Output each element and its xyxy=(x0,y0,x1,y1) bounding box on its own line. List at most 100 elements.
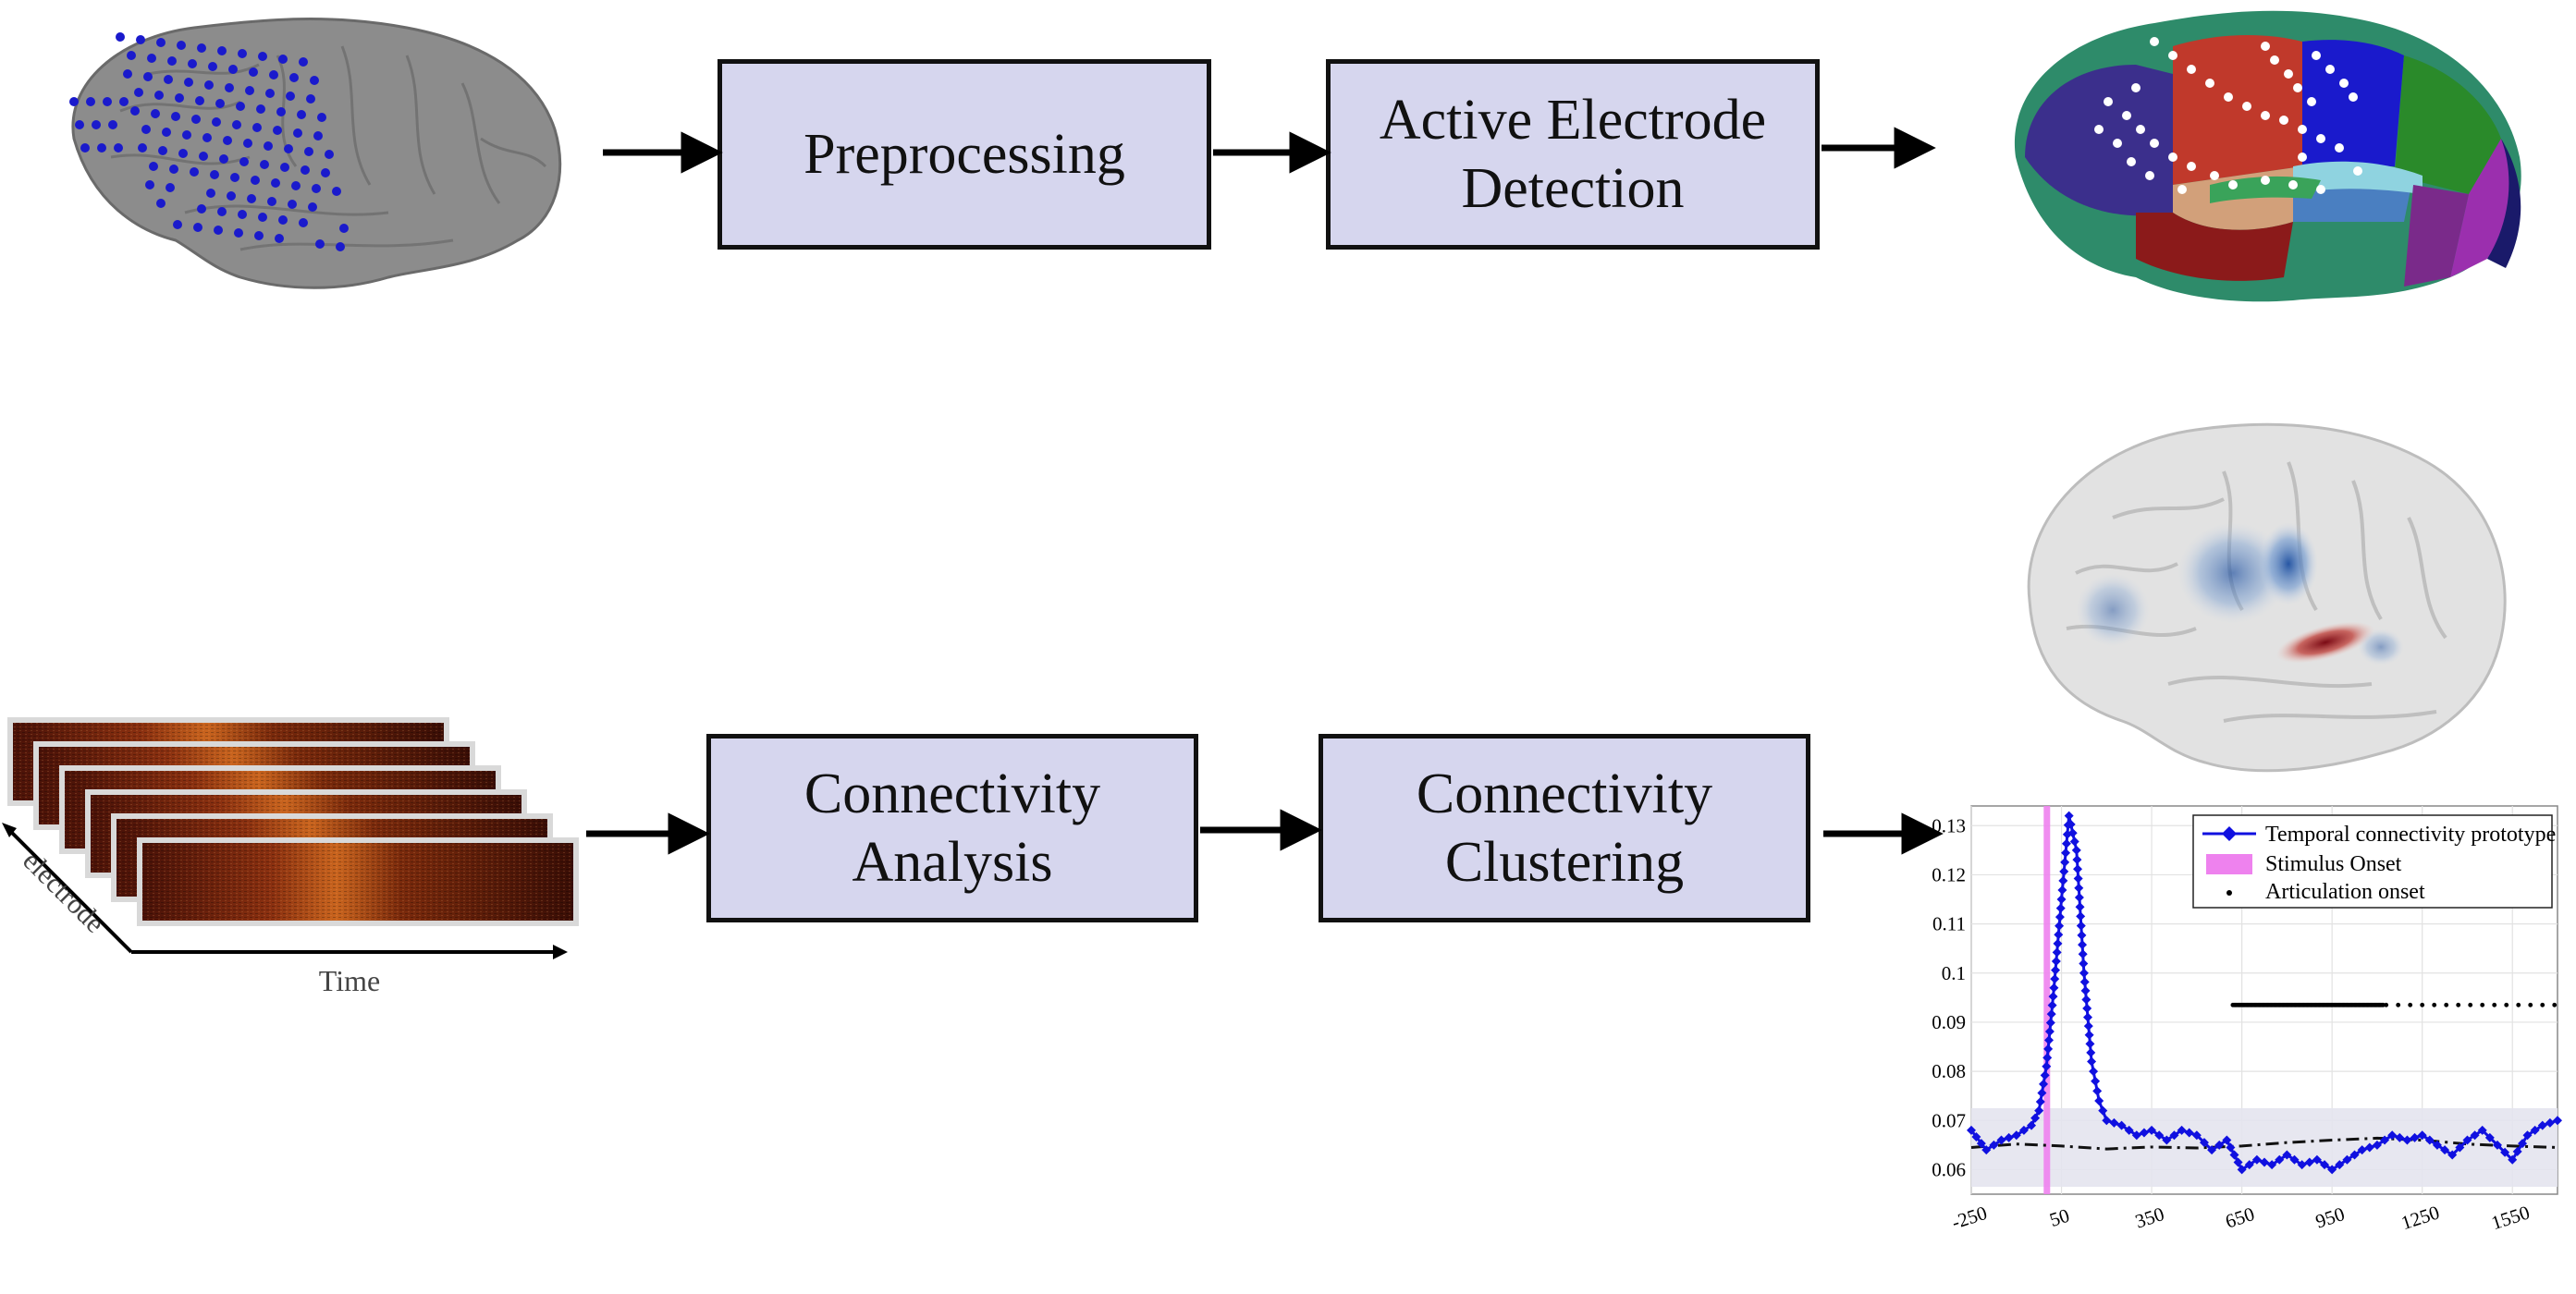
articulation-dot xyxy=(2468,1002,2473,1007)
electrode-dot xyxy=(280,163,289,172)
prototype-marker xyxy=(2102,1116,2112,1126)
prototype-marker xyxy=(2080,985,2091,995)
electrode-dot xyxy=(254,231,264,240)
y-tick-labels: 0.060.070.080.090.10.110.120.13 xyxy=(1932,814,1966,1180)
articulation-dot xyxy=(2516,1002,2521,1007)
prototype-marker xyxy=(2076,921,2086,931)
prototype-marker xyxy=(2229,1150,2239,1160)
electrode-dot xyxy=(191,115,201,124)
prototype-marker xyxy=(2049,983,2059,993)
active-electrode-dot xyxy=(2205,79,2214,88)
active-electrode-dot xyxy=(2353,166,2362,176)
prototype-marker xyxy=(2079,968,2089,978)
prototype-marker xyxy=(2410,1132,2420,1142)
electrode-dot xyxy=(238,210,247,219)
prototype-marker xyxy=(2071,845,2081,855)
electrode-dot xyxy=(195,96,204,105)
prototype-marker xyxy=(2051,965,2061,975)
prototype-marker xyxy=(2042,1061,2052,1071)
prototype-marker xyxy=(2040,1070,2050,1080)
prototype-marker xyxy=(2061,848,2071,858)
active-electrode-dot xyxy=(2293,83,2302,92)
prototype-marker xyxy=(2084,1030,2094,1040)
electrode-dot xyxy=(310,76,319,85)
active-electrode-dot xyxy=(2316,134,2325,143)
electrode-dot xyxy=(249,67,258,77)
electrode-dot xyxy=(265,89,275,98)
active-electrode-dot xyxy=(2335,143,2344,153)
connectivity-clustering-box: Connectivity Clustering xyxy=(1319,734,1810,922)
electrode-dot xyxy=(219,154,228,164)
active-electrode-dot xyxy=(2325,65,2335,74)
y-tick-label: 0.12 xyxy=(1932,863,1966,885)
prototype-marker xyxy=(2440,1145,2450,1155)
prototype-marker xyxy=(1967,1125,1976,1135)
prototype-marker xyxy=(1971,1131,1981,1141)
electrode-dot xyxy=(325,150,334,159)
articulation-dot xyxy=(2528,1002,2533,1007)
legend-box xyxy=(2192,814,2553,909)
electrode-dot xyxy=(199,152,208,161)
electrode-dot xyxy=(321,168,330,177)
electrode-dot xyxy=(114,143,123,153)
active-electrode-dot xyxy=(2242,102,2251,111)
electrode-dot xyxy=(188,59,197,68)
confidence-band xyxy=(1971,1107,2558,1188)
x-tick-label: 1550 xyxy=(2488,1201,2532,1234)
prototype-marker xyxy=(2349,1150,2360,1160)
articulation-dot xyxy=(2384,1002,2389,1007)
articulation-dot xyxy=(2420,1002,2425,1007)
prototype-marker xyxy=(1976,1139,1986,1149)
electrode-dot xyxy=(239,157,249,166)
electrode-dot xyxy=(164,75,173,84)
electrode-dot xyxy=(134,88,143,97)
electrode-dot xyxy=(178,149,188,158)
active-electrode-dot xyxy=(2210,171,2219,180)
prototype-marker xyxy=(2395,1132,2405,1142)
electrode-dot xyxy=(166,183,175,192)
prototype-marker xyxy=(2054,930,2064,940)
electrode-dot xyxy=(286,92,295,101)
prototype-marker xyxy=(2074,892,2084,902)
prototype-marker xyxy=(2043,1044,2054,1054)
prototype-marker xyxy=(2357,1145,2367,1155)
electrode-dot xyxy=(141,125,151,134)
prototype-marker xyxy=(2082,1012,2092,1022)
electrode-dot xyxy=(252,123,262,132)
prototype-marker xyxy=(2455,1142,2465,1153)
electrode-dot xyxy=(284,144,293,153)
electrode-dot xyxy=(138,143,147,153)
prototype-marker xyxy=(1989,1140,1999,1150)
electrode-dot xyxy=(269,70,278,79)
electrode-dot xyxy=(182,130,191,140)
electrode-dot xyxy=(208,62,217,71)
electrode-dot xyxy=(171,112,180,121)
prototype-marker xyxy=(2059,866,2069,876)
electrode-dot xyxy=(145,180,154,189)
articulation-dot xyxy=(2492,1002,2497,1007)
prototype-marker xyxy=(2039,1079,2049,1089)
prototype-marker xyxy=(2094,1095,2104,1105)
electrode-dot xyxy=(301,165,310,175)
prototype-marker xyxy=(2092,1086,2103,1096)
electrode-dot xyxy=(251,176,260,185)
prototype-marker xyxy=(2027,1120,2037,1130)
active-electrode-dots xyxy=(2094,37,2362,194)
prototype-marker xyxy=(2124,1125,2134,1135)
prototype-marker xyxy=(2462,1135,2472,1145)
electrode-dot xyxy=(234,228,243,238)
prototype-marker xyxy=(2086,1047,2096,1057)
electrode-dot xyxy=(154,91,164,100)
electrode-dot xyxy=(215,99,225,108)
electrode-dot xyxy=(299,57,308,67)
spectrogram-frames xyxy=(7,717,579,926)
prototype-marker xyxy=(2169,1130,2179,1141)
prototype-marker xyxy=(2222,1135,2232,1145)
confidence-band-rect xyxy=(1971,1107,2558,1188)
electrode-dot xyxy=(92,120,101,129)
legend-label-prototype: Temporal connectivity prototype xyxy=(2265,823,2556,847)
prototype-marker xyxy=(2061,838,2071,848)
y-tick-label: 0.08 xyxy=(1932,1060,1966,1082)
spectrogram-stack-image: electrode Time xyxy=(2,717,579,997)
